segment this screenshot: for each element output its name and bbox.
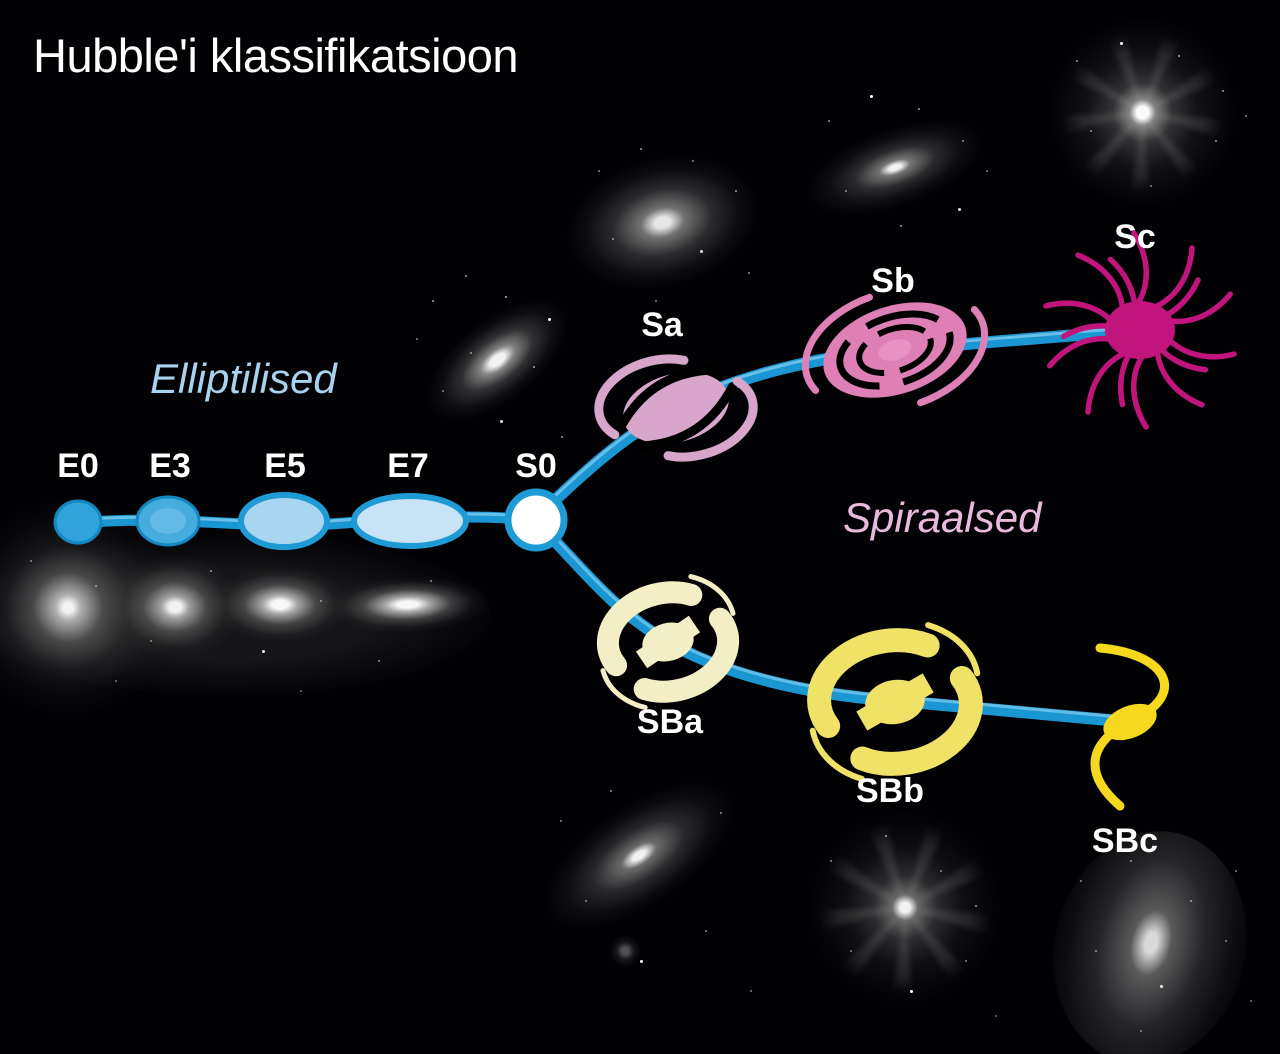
- icon-s0-galaxy: [504, 488, 568, 552]
- group-label-spiral: Spiraalsed: [843, 494, 1042, 541]
- node-label-sbb: SBb: [856, 772, 924, 810]
- icon-sb-galaxy: [801, 293, 989, 407]
- icon-e5-galaxy: [238, 492, 330, 550]
- node-label-sb: Sb: [871, 262, 915, 300]
- node-label-sa: Sa: [641, 306, 683, 344]
- icon-sa-galaxy: [594, 354, 758, 462]
- icon-sc-galaxy: [1046, 233, 1234, 427]
- group-label-elliptical: Elliptilised: [150, 355, 337, 402]
- node-label-e0: E0: [57, 447, 99, 485]
- icon-e3-galaxy: [135, 495, 201, 547]
- node-label-sba: SBa: [636, 703, 704, 741]
- page-title: Hubble'i klassifikatsioon: [33, 29, 519, 82]
- node-label-e5: E5: [264, 447, 306, 485]
- icon-e0-galaxy: [53, 499, 103, 545]
- icon-sbb-galaxy: [807, 622, 983, 782]
- node-label-e7: E7: [387, 447, 429, 485]
- icon-sbc-galaxy: [1090, 643, 1169, 811]
- node-label-sbc: SBc: [1091, 822, 1159, 860]
- icon-sba-galaxy: [596, 574, 740, 710]
- node-label-s0: S0: [515, 447, 557, 485]
- node-label-sc: Sc: [1114, 218, 1156, 256]
- icon-e7-galaxy: [351, 493, 469, 549]
- node-label-e3: E3: [149, 447, 191, 485]
